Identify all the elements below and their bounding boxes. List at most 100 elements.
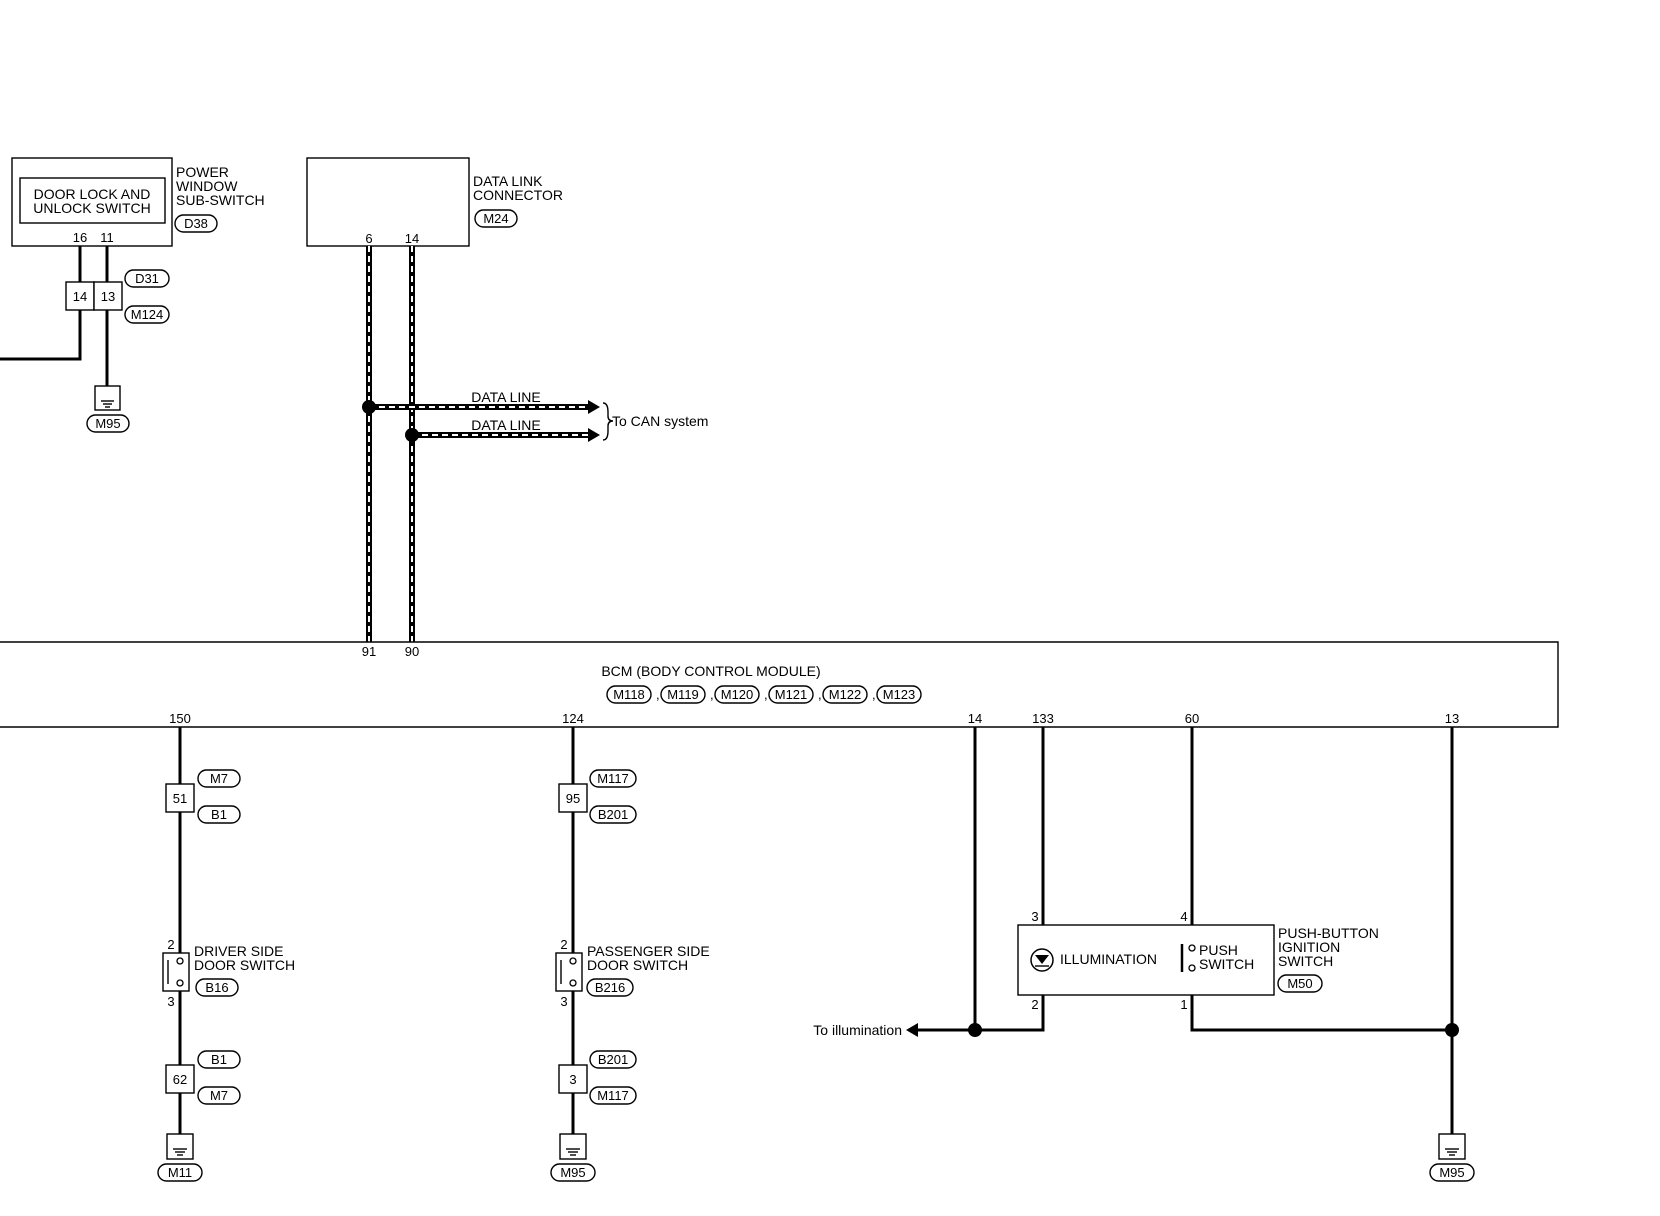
junction-pin-13-box — [93, 281, 123, 311]
ground-passenger-label: M95 — [560, 1165, 585, 1180]
power-window-label-2: WINDOW — [176, 178, 238, 194]
ground-junction — [1445, 1023, 1459, 1037]
driver-junction-upper-b1: B1 — [211, 807, 227, 822]
connector-m124-tag — [124, 305, 170, 324]
driver-junction-pin-51: 51 — [173, 791, 187, 806]
to-illumination-arrow — [906, 1023, 918, 1037]
passenger-junction-upper-m117: M117 — [597, 771, 629, 786]
ignition-connector-m50: M50 — [1287, 976, 1312, 991]
ground-top-box — [94, 385, 121, 411]
bcm-outline — [0, 641, 1559, 728]
passenger-door-switch-connector: B216 — [595, 980, 625, 995]
door-lock-switch-box — [19, 177, 166, 224]
door-lock-switch-label-2: UNLOCK SWITCH — [33, 200, 150, 216]
bcm-pin-13: 13 — [1445, 711, 1459, 726]
bcm-connector-m119: M119 — [667, 687, 699, 702]
passenger-door-switch-label-1: PASSENGER SIDE — [587, 943, 710, 959]
passenger-branch: 95 M117 B201 2 3 PASSENGER SIDE DOOR SWI… — [550, 727, 710, 1182]
wire-to-left-edge — [0, 310, 82, 361]
can-wires-vertical — [366, 246, 415, 642]
ground-top-label: M95 — [95, 416, 120, 431]
svg-text:,: , — [818, 687, 822, 702]
passenger-switch-pin-3: 3 — [560, 994, 567, 1009]
passenger-junction-pin-95: 95 — [566, 791, 580, 806]
driver-switch-pin-3: 3 — [167, 994, 174, 1009]
driver-junction-lower-m7: M7 — [210, 1088, 228, 1103]
ground-right-label: M95 — [1439, 1165, 1464, 1180]
connector-d31-tag — [124, 269, 170, 288]
data-line-1-label: DATA LINE — [471, 389, 541, 405]
connector-d38-tag — [174, 214, 218, 233]
bcm-label: BCM (BODY CONTROL MODULE) — [601, 663, 820, 679]
driver-junction-upper-box — [165, 783, 195, 813]
bcm-connector-m122: M122 — [829, 687, 862, 702]
power-window-sub-switch: DOOR LOCK AND UNLOCK SWITCH POWER WINDOW… — [11, 157, 265, 247]
connector-m24: M24 — [483, 211, 508, 226]
data-line-2-label: DATA LINE — [471, 417, 541, 433]
bcm-pin-91: 91 — [362, 644, 376, 659]
driver-branch: 51 M7 B1 2 3 DRIVER SIDE DOOR SWITCH B16… — [157, 727, 295, 1182]
ignition-pin-2: 2 — [1031, 997, 1038, 1012]
driver-door-switch-body — [162, 952, 190, 992]
bcm-pin-60: 60 — [1185, 711, 1199, 726]
to-can-system: To CAN system — [612, 413, 708, 429]
passenger-junction-upper-b201: B201 — [598, 807, 628, 822]
ground-driver-label: M11 — [168, 1165, 192, 1180]
junction-pin-14: 14 — [73, 289, 87, 304]
illumination-label: ILLUMINATION — [1060, 951, 1157, 967]
driver-door-switch-connector: B16 — [205, 980, 228, 995]
driver-door-switch-label-1: DRIVER SIDE — [194, 943, 283, 959]
connector-d38: D38 — [184, 216, 208, 231]
passenger-switch-pin-2: 2 — [560, 937, 567, 952]
data-line-1-junction — [362, 400, 376, 414]
svg-text:,: , — [710, 687, 714, 702]
connector-m24-tag — [474, 209, 518, 228]
ground-top: M95 — [86, 385, 130, 433]
ignition-switch-box — [1017, 924, 1275, 996]
power-window-label-1: POWER — [176, 164, 229, 180]
bcm-module: 91 90 BCM (BODY CONTROL MODULE) M118 , M… — [0, 641, 1559, 728]
push-switch-label-1: PUSH — [1199, 942, 1238, 958]
data-line-2-junction — [405, 428, 419, 442]
data-link-connector: DATA LINK CONNECTOR M24 6 14 — [306, 157, 563, 247]
data-line-1-arrow — [588, 400, 600, 414]
bcm-pin-133: 133 — [1032, 711, 1054, 726]
wire-push-pin1 — [1190, 995, 1452, 1032]
ignition-label-2: IGNITION — [1278, 939, 1340, 955]
pin-11: 11 — [100, 230, 114, 245]
passenger-door-switch-body — [555, 952, 583, 992]
data-link-label-1: DATA LINK — [473, 173, 543, 189]
bcm-connector-m120: M120 — [721, 687, 754, 702]
bcm-pin-124: 124 — [562, 711, 584, 726]
junction-d31-m124: 14 13 D31 M124 — [65, 269, 170, 324]
bcm-pin-14: 14 — [968, 711, 982, 726]
bcm-pin-150: 150 — [169, 711, 191, 726]
driver-junction-upper-m7: M7 — [210, 771, 228, 786]
bcm-connector-m123: M123 — [883, 687, 916, 702]
passenger-junction-lower-box — [558, 1064, 588, 1094]
connector-d31: D31 — [135, 271, 159, 286]
driver-door-switch-label-2: DOOR SWITCH — [194, 957, 295, 973]
power-window-label-3: SUB-SWITCH — [176, 192, 265, 208]
driver-junction-lower-box — [165, 1064, 195, 1094]
ground-top-tag — [86, 414, 130, 433]
driver-switch-pin-2: 2 — [167, 937, 174, 952]
to-illumination-label: To illumination — [813, 1022, 902, 1038]
driver-junction-lower-b1: B1 — [211, 1052, 227, 1067]
data-line-2-arrow — [588, 428, 600, 442]
push-button-ignition-switch: 3 4 ILLUMINATION PUSH SWITCH PUSH-BUTTON… — [813, 727, 1475, 1182]
driver-junction-pin-62: 62 — [173, 1072, 187, 1087]
push-switch-label-2: SWITCH — [1199, 956, 1254, 972]
dlc-pin-6: 6 — [365, 231, 372, 246]
illumination-junction — [968, 1023, 982, 1037]
bcm-connector-m121: M121 — [775, 687, 808, 702]
passenger-door-switch-label-2: DOOR SWITCH — [587, 957, 688, 973]
ignition-pin-3: 3 — [1031, 909, 1038, 924]
can-brace — [602, 402, 614, 441]
ignition-label-3: SWITCH — [1278, 953, 1333, 969]
data-link-label-2: CONNECTOR — [473, 187, 563, 203]
pin-16: 16 — [73, 230, 87, 245]
passenger-junction-pin-3: 3 — [569, 1072, 576, 1087]
wire-illum-pin2 — [975, 995, 1045, 1032]
